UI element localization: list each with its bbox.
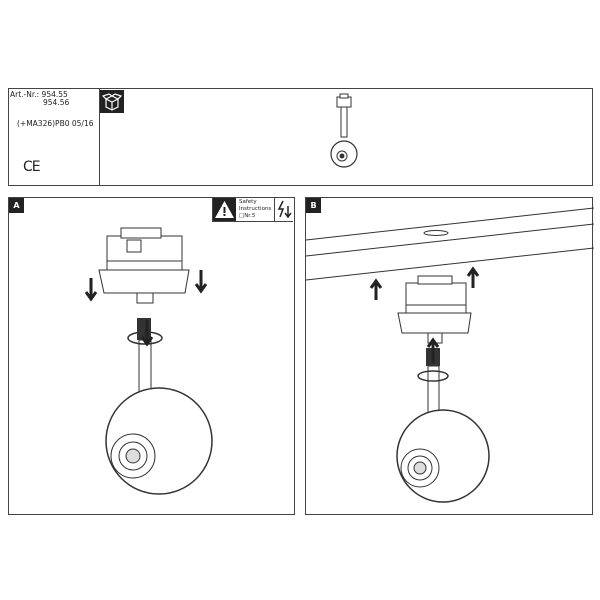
electrical-hazard-icon [274,198,293,221]
header-box: Art.-Nr.: 954.55 954.56 (+MA326)PB0 05/1… [8,88,593,186]
safety-line-2: Instructions [239,206,272,212]
warning-icon [213,198,236,221]
panel-b: B [305,197,594,515]
safety-instructions-box: Safety Instructions □Nr.5 [212,198,293,222]
mounting-illustration-b [306,207,594,503]
product-code: (+MA326)PB0 05/16 [17,119,94,128]
panel-a: A Safety Instructions □Nr.5 [8,197,295,515]
article-number-2: 954.56 [43,98,70,107]
safety-line-1: Safety [239,199,257,205]
article-number: Art.-Nr.: 954.55 [10,90,68,99]
safety-line-3: □Nr.5 [239,213,256,219]
panel-label-b: B [306,198,321,213]
mounting-illustration-a [84,227,213,495]
divider [99,89,100,185]
box-icon [100,90,124,113]
lamp-overview-illustration [330,93,358,168]
panel-label-a: A [9,198,24,213]
ce-mark: CE [23,159,41,175]
